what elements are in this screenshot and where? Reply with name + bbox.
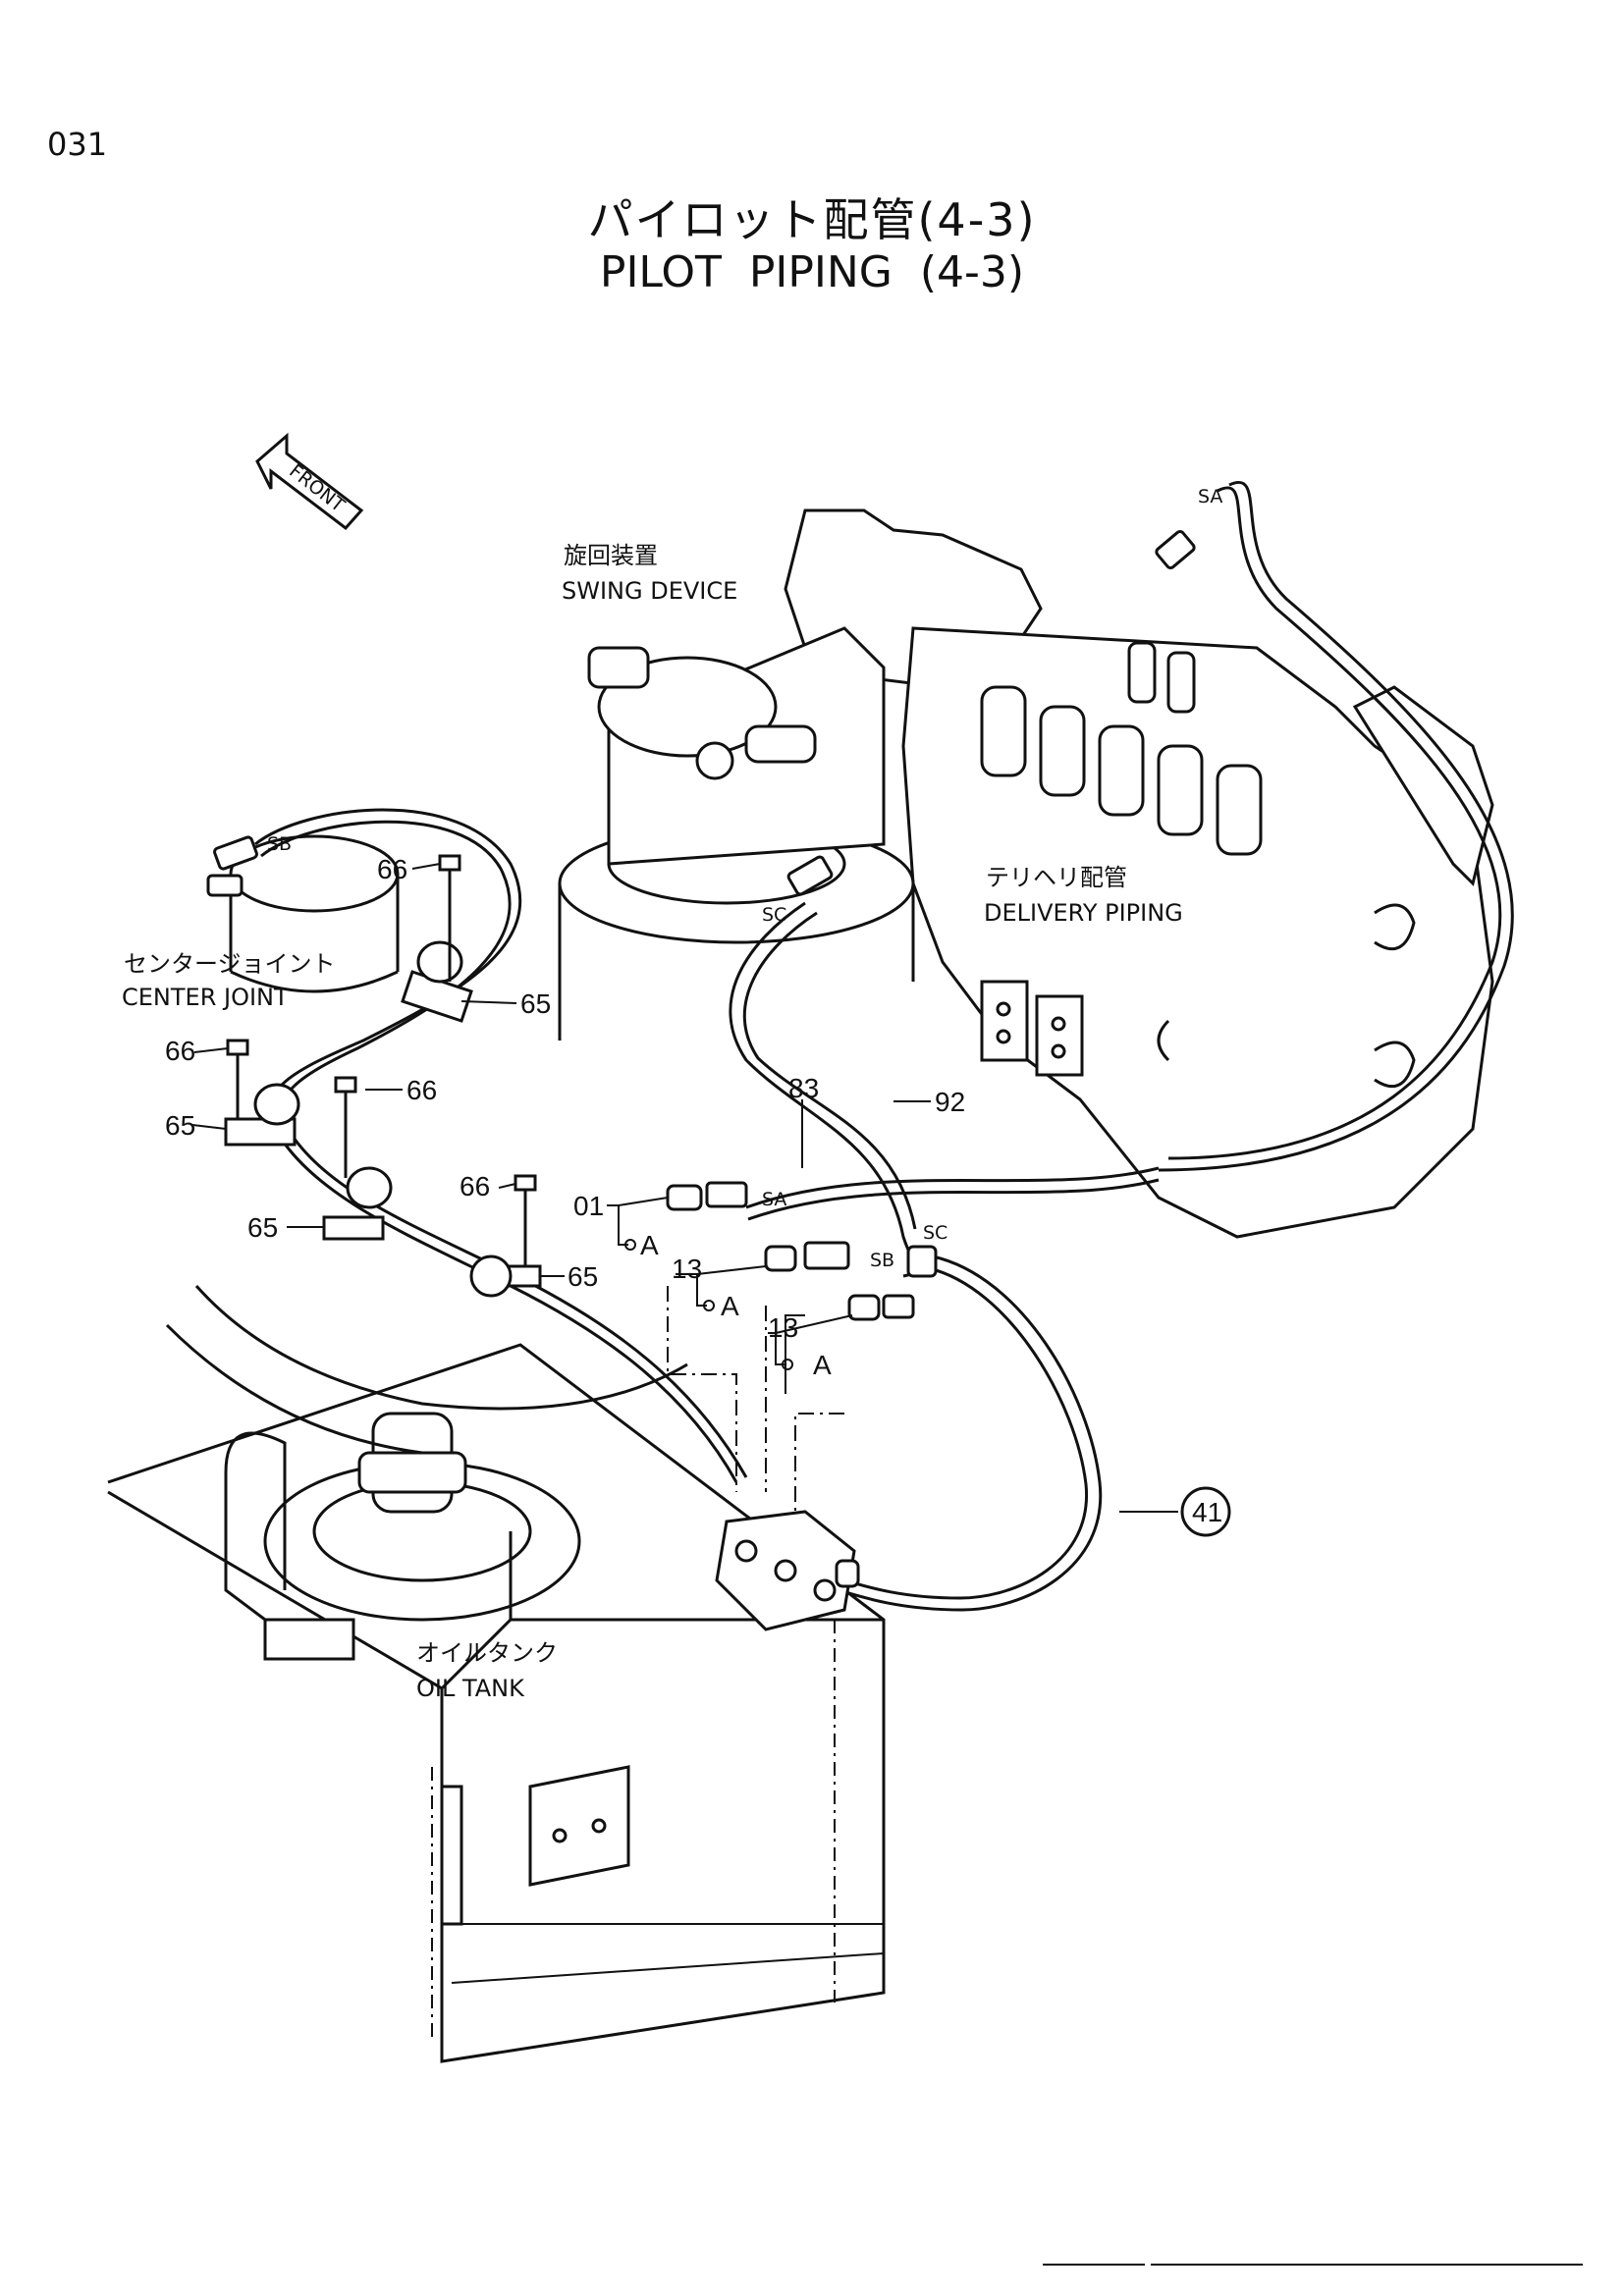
port-sb-lower: SB bbox=[870, 1250, 894, 1271]
callout-a-2: A bbox=[721, 1291, 739, 1321]
callout-13-lower: 13 bbox=[768, 1312, 798, 1343]
hose-clamps bbox=[224, 940, 542, 1298]
page-title-japanese: パイロット配管(4-3) bbox=[587, 193, 1037, 246]
control-valve-assembly bbox=[784, 508, 1494, 1239]
hose-routes bbox=[254, 481, 1514, 1612]
swing-device bbox=[558, 626, 915, 1041]
callout-labels: 66 65 66 66 65 66 65 65 01 A 13 A 13 A 8… bbox=[165, 854, 1231, 1537]
callout-66-upper: 66 bbox=[377, 854, 407, 884]
hose-fittings bbox=[206, 530, 1196, 1321]
center-joint-label-jp: センタージョイント bbox=[124, 950, 336, 978]
mounting-bolts bbox=[226, 854, 537, 1266]
callout-66-left: 66 bbox=[165, 1036, 195, 1066]
port-sc-top: SC bbox=[762, 904, 786, 926]
callout-65-lower-left: 65 bbox=[247, 1212, 278, 1243]
callout-65-lower-right: 65 bbox=[568, 1261, 598, 1292]
port-sc-lower: SC bbox=[923, 1222, 947, 1244]
pilot-manifold bbox=[715, 1510, 860, 1631]
callout-a-3: A bbox=[813, 1350, 832, 1380]
footer-rule-short bbox=[1043, 2264, 1145, 2266]
callout-41: 41 bbox=[1192, 1497, 1222, 1527]
port-sb-top: SB bbox=[267, 833, 292, 855]
callout-41-circle bbox=[1180, 1486, 1231, 1537]
callout-92: 92 bbox=[935, 1087, 965, 1117]
oil-tank-label-jp: オイルタンク bbox=[416, 1639, 558, 1667]
footer-rule-long bbox=[1151, 2264, 1583, 2266]
center-joint-label-en: CENTER JOINT bbox=[122, 984, 289, 1011]
oil-tank-label-en: OIL TANK bbox=[416, 1675, 525, 1702]
callout-66-mid: 66 bbox=[406, 1075, 437, 1105]
page-number: 031 bbox=[47, 126, 108, 163]
port-labels: SA SA SB SB SC SC bbox=[267, 486, 1222, 1271]
delivery-piping-label-en: DELIVERY PIPING bbox=[984, 899, 1183, 927]
callout-65-left: 65 bbox=[165, 1110, 195, 1141]
callout-65-upper: 65 bbox=[520, 988, 551, 1019]
callout-01: 01 bbox=[573, 1191, 604, 1221]
callout-66-lower: 66 bbox=[460, 1171, 490, 1201]
callout-13-upper: 13 bbox=[672, 1254, 702, 1284]
swing-device-label-en: SWING DEVICE bbox=[562, 577, 737, 605]
oil-tank bbox=[107, 1285, 886, 2063]
port-sa-lower: SA bbox=[762, 1189, 786, 1210]
component-labels: 旋回装置 SWING DEVICE テリヘリ配管 DELIVERY PIPING… bbox=[122, 542, 1247, 1702]
center-joint bbox=[229, 834, 400, 993]
delivery-piping-label-jp: テリヘリ配管 bbox=[986, 864, 1127, 891]
callout-83: 83 bbox=[788, 1073, 819, 1103]
swing-device-label-jp: 旋回装置 bbox=[564, 542, 658, 569]
port-sa-top: SA bbox=[1198, 486, 1222, 507]
front-arrow-icon: FRONT bbox=[255, 432, 364, 531]
leader-lines bbox=[191, 863, 1178, 1513]
callout-a-1: A bbox=[640, 1230, 659, 1260]
page-title-english: PILOT PIPING (4-3) bbox=[599, 247, 1025, 297]
